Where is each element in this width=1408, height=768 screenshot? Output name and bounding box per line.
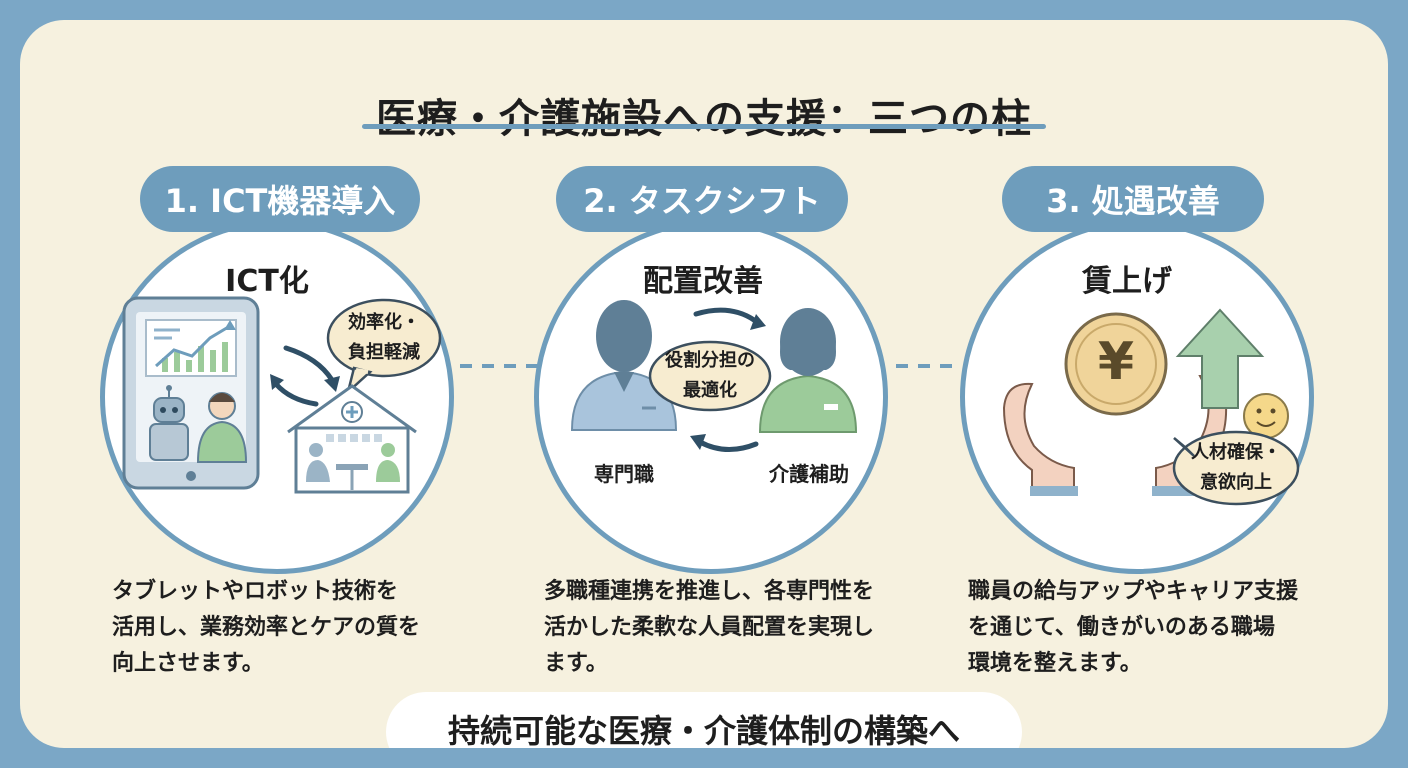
up-arrow-icon <box>1175 308 1265 409</box>
pillar-subheading: 賃上げ <box>1082 264 1172 299</box>
bubble-line-1: 人材確保・ <box>1191 442 1281 463</box>
footer-text: 持続可能な医療・介護体制の構築へ <box>447 712 960 748</box>
care-assistant-icon <box>758 308 858 433</box>
role-label-professional: 専門職 <box>594 462 654 486</box>
chart-icon <box>145 319 237 377</box>
task-shift-illustration <box>570 300 858 452</box>
description-line-3: ます。 <box>544 651 608 676</box>
wage-illustration <box>1002 308 1300 506</box>
description-line-1: タブレットやロボット技術を <box>112 579 399 604</box>
motivation-bubble <box>1172 430 1300 506</box>
bubble-text: 役割分担の 最適化 <box>650 346 770 406</box>
dashed-connector-right <box>896 364 956 368</box>
pillar-heading-pill: 3. 処遇改善 <box>1002 166 1264 232</box>
pillar-heading: 2. タスクシフト <box>583 182 821 220</box>
pillar-heading: 1. ICT機器導入 <box>164 182 396 220</box>
pillar-task-shift: 2. タスクシフト 配置改善 <box>504 20 924 748</box>
description-line-1: 多職種連携を推進し、各専門性を <box>544 579 875 604</box>
pillar-treatment: 3. 処遇改善 賃上げ <box>930 20 1350 748</box>
bubble-text: 効率化・ 負担軽減 <box>332 308 436 368</box>
pillar-heading: 3. 処遇改善 <box>1046 182 1220 220</box>
page-title: 医療・介護施設への支援：三つの柱 <box>376 96 1032 142</box>
pillar-subheading: ICT化 <box>225 264 309 299</box>
professional-person-icon <box>570 300 678 431</box>
bubble-line-2: 最適化 <box>683 380 737 401</box>
dashed-connector-left <box>460 364 540 368</box>
infographic-frame: 医療・介護施設への支援：三つの柱 1. ICT機器導入 ICT化 <box>20 20 1388 748</box>
yen-coin-icon <box>1064 312 1168 416</box>
bubble-line-2: 意欲向上 <box>1200 472 1272 493</box>
bubble-text: 人材確保・ 意欲向上 <box>1174 438 1298 498</box>
nurse-icon <box>196 392 248 463</box>
role-label-care-assistant: 介護補助 <box>769 462 849 486</box>
pillar-subheading: 配置改善 <box>643 264 763 299</box>
pillar-description: 職員の給与アップやキャリア支援 を通じて、働きがいのある職場 環境を整えます。 <box>968 574 1358 682</box>
bubble-line-1: 役割分担の <box>665 350 755 371</box>
robot-icon <box>149 385 189 461</box>
pillar-ict: 1. ICT機器導入 ICT化 <box>70 20 490 748</box>
description-line-3: 向上させます。 <box>112 651 264 676</box>
swap-arrows-icon <box>690 307 766 452</box>
bubble-line-2: 負担軽減 <box>348 342 420 363</box>
title-underline <box>362 124 1046 129</box>
pillar-description: 多職種連携を推進し、各専門性を 活かした柔軟な人員配置を実現し ます。 <box>544 574 934 682</box>
description-line-1: 職員の給与アップやキャリア支援 <box>968 579 1299 604</box>
footer-banner: 持続可能な医療・介護体制の構築へ <box>386 692 1022 748</box>
pillar-heading-pill: 2. タスクシフト <box>556 166 848 232</box>
description-line-2: を通じて、働きがいのある職場 <box>968 615 1275 640</box>
cycle-arrows-icon <box>270 345 340 407</box>
description-line-2: 活用し、業務効率とケアの質を <box>112 615 421 640</box>
bubble-line-1: 効率化・ <box>348 312 420 333</box>
ict-illustration <box>122 296 442 494</box>
care-facility-icon <box>287 384 417 494</box>
description-line-3: 環境を整えます。 <box>968 651 1142 676</box>
yen-symbol: ¥ <box>1097 332 1135 392</box>
smiley-icon <box>1243 393 1289 439</box>
pillar-description: タブレットやロボット技術を 活用し、業務効率とケアの質を 向上させます。 <box>112 574 502 682</box>
pillar-heading-pill: 1. ICT機器導入 <box>140 166 420 232</box>
role-bubble <box>648 340 772 412</box>
description-line-2: 活かした柔軟な人員配置を実現し <box>544 615 875 640</box>
